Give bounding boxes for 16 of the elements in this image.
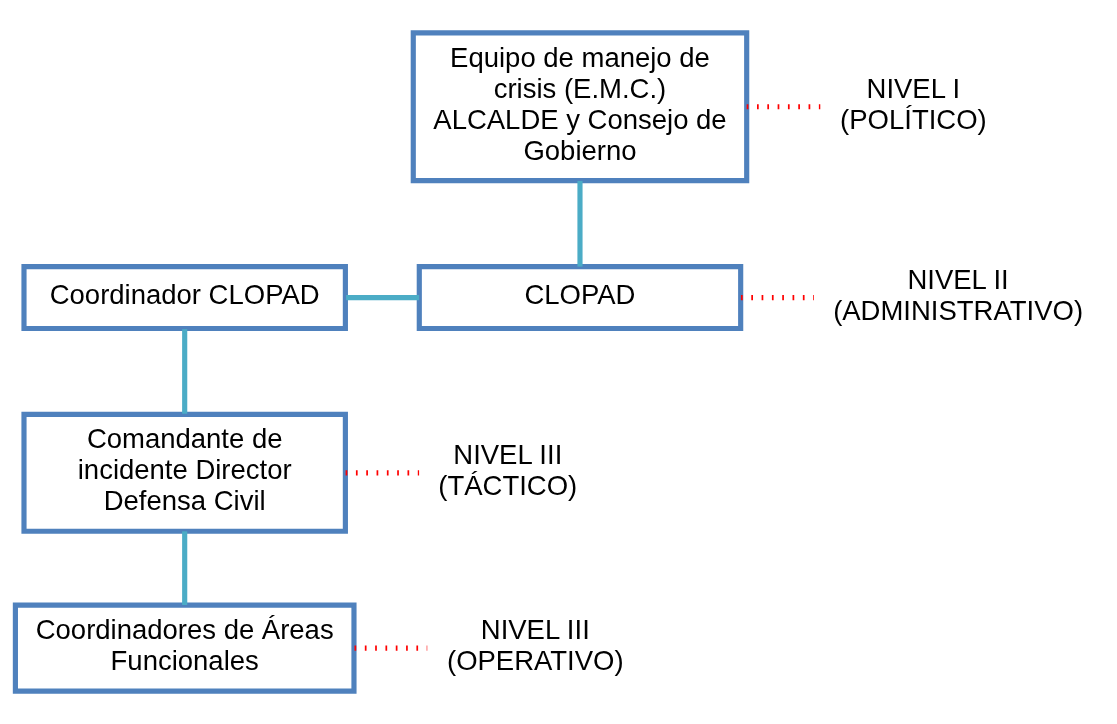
connector (746, 104, 821, 110)
node-box: CLOPAD (416, 264, 744, 332)
node-text: NIVEL I (POLÍTICO) (840, 72, 987, 135)
node-box: Coordinadores de Áreas Funcionales (12, 602, 357, 694)
node-text: NIVEL III (TÁCTICO) (438, 438, 578, 501)
connector (740, 294, 814, 301)
node-box: Equipo de manejo de crisis (E.M.C.) ALCALDE y Consejo de Gobierno (410, 30, 750, 184)
node-box: Comandante de incidente Director Defensa Civil (21, 411, 348, 534)
connector (346, 294, 420, 301)
node-box: Coordinador CLOPAD (21, 264, 348, 332)
node-text: NIVEL III (OPERATIVO) (446, 614, 624, 677)
connector (345, 470, 420, 476)
connector (182, 531, 188, 605)
node-text: NIVEL II (ADMINISTRATIVO) (833, 263, 1084, 326)
connector (182, 329, 188, 414)
connector (577, 180, 583, 267)
